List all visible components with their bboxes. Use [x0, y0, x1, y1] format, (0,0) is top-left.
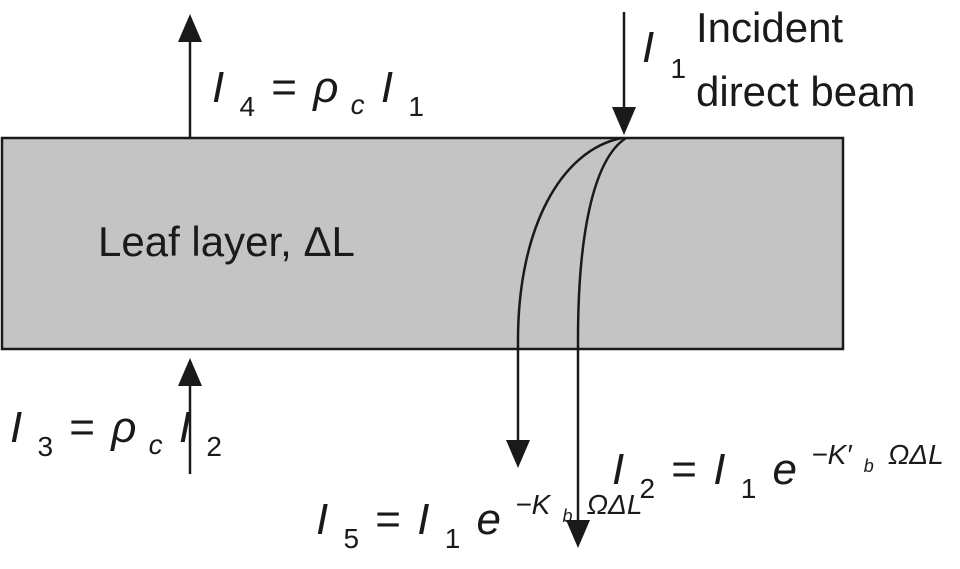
i5-exponent-tail: ΩΔL: [587, 489, 643, 520]
i1-subscript: 1: [670, 53, 686, 84]
i4-equation: I 4 = ρ c I 1: [212, 63, 424, 126]
i5-lhs-symbol: I: [316, 495, 328, 544]
i3-lhs-symbol: I: [10, 403, 22, 452]
i4-equals: =: [271, 63, 297, 112]
i2-exponent-tail: ΩΔL: [888, 439, 944, 470]
i5-equation: I 5 = I 1 e −K b ΩΔL: [316, 475, 642, 558]
i2-equation: I 2 = I 1 e −K′ b ΩΔL: [612, 425, 944, 508]
i3-equals: =: [69, 403, 95, 452]
i1-symbol: I: [642, 23, 654, 72]
i4-arrowhead-icon: [178, 14, 202, 42]
incident-label-line1: Incident: [696, 4, 843, 51]
i2-rhs-subscript: 1: [741, 473, 757, 504]
i2-equals: =: [671, 445, 697, 494]
i3-rhs-subscript: 2: [206, 431, 222, 462]
i2-e: e: [773, 445, 797, 494]
i3-rhs-symbol: I: [179, 403, 191, 452]
i5-e: e: [477, 495, 501, 544]
incident-label-line2: direct beam: [696, 68, 915, 115]
beam-path-i5: [516, 136, 623, 446]
i4-lhs-subscript: 4: [239, 91, 255, 122]
i1-label: I 1: [642, 23, 686, 84]
incident-arrowhead-icon: [612, 107, 636, 135]
i5-exponent-subscript: b: [562, 506, 572, 526]
i2-exponent: −K′: [811, 439, 853, 470]
leaf-layer-label: Leaf layer, ΔL: [98, 218, 355, 265]
i2-rhs-symbol: I: [713, 445, 725, 494]
i4-rhs-subscript: 1: [408, 91, 424, 122]
i4-rho: ρ: [311, 63, 338, 112]
i3-lhs-subscript: 3: [37, 431, 53, 462]
i4-rhs-symbol: I: [381, 63, 393, 112]
i4-rho-subscript: c: [351, 89, 365, 120]
i5-arrowhead-icon: [506, 440, 530, 468]
i3-arrowhead-icon: [178, 358, 202, 386]
beam-path-i2: [576, 136, 627, 526]
leaf-layer-rect: [0, 136, 845, 351]
i5-rhs-subscript: 1: [445, 523, 461, 554]
i2-exponent-subscript: b: [864, 456, 874, 476]
i2-lhs-subscript: 2: [639, 473, 655, 504]
i3-rho-subscript: c: [149, 429, 163, 460]
i2-arrowhead-icon: [566, 520, 590, 548]
i5-lhs-subscript: 5: [343, 523, 359, 554]
i2-lhs-symbol: I: [612, 445, 624, 494]
i3-rho: ρ: [109, 403, 136, 452]
i3-equation: I 3 = ρ c I 2: [10, 403, 222, 466]
i4-lhs-symbol: I: [212, 63, 224, 112]
i5-equals: =: [375, 495, 401, 544]
i5-exponent: −K: [515, 489, 551, 520]
i5-rhs-symbol: I: [417, 495, 429, 544]
